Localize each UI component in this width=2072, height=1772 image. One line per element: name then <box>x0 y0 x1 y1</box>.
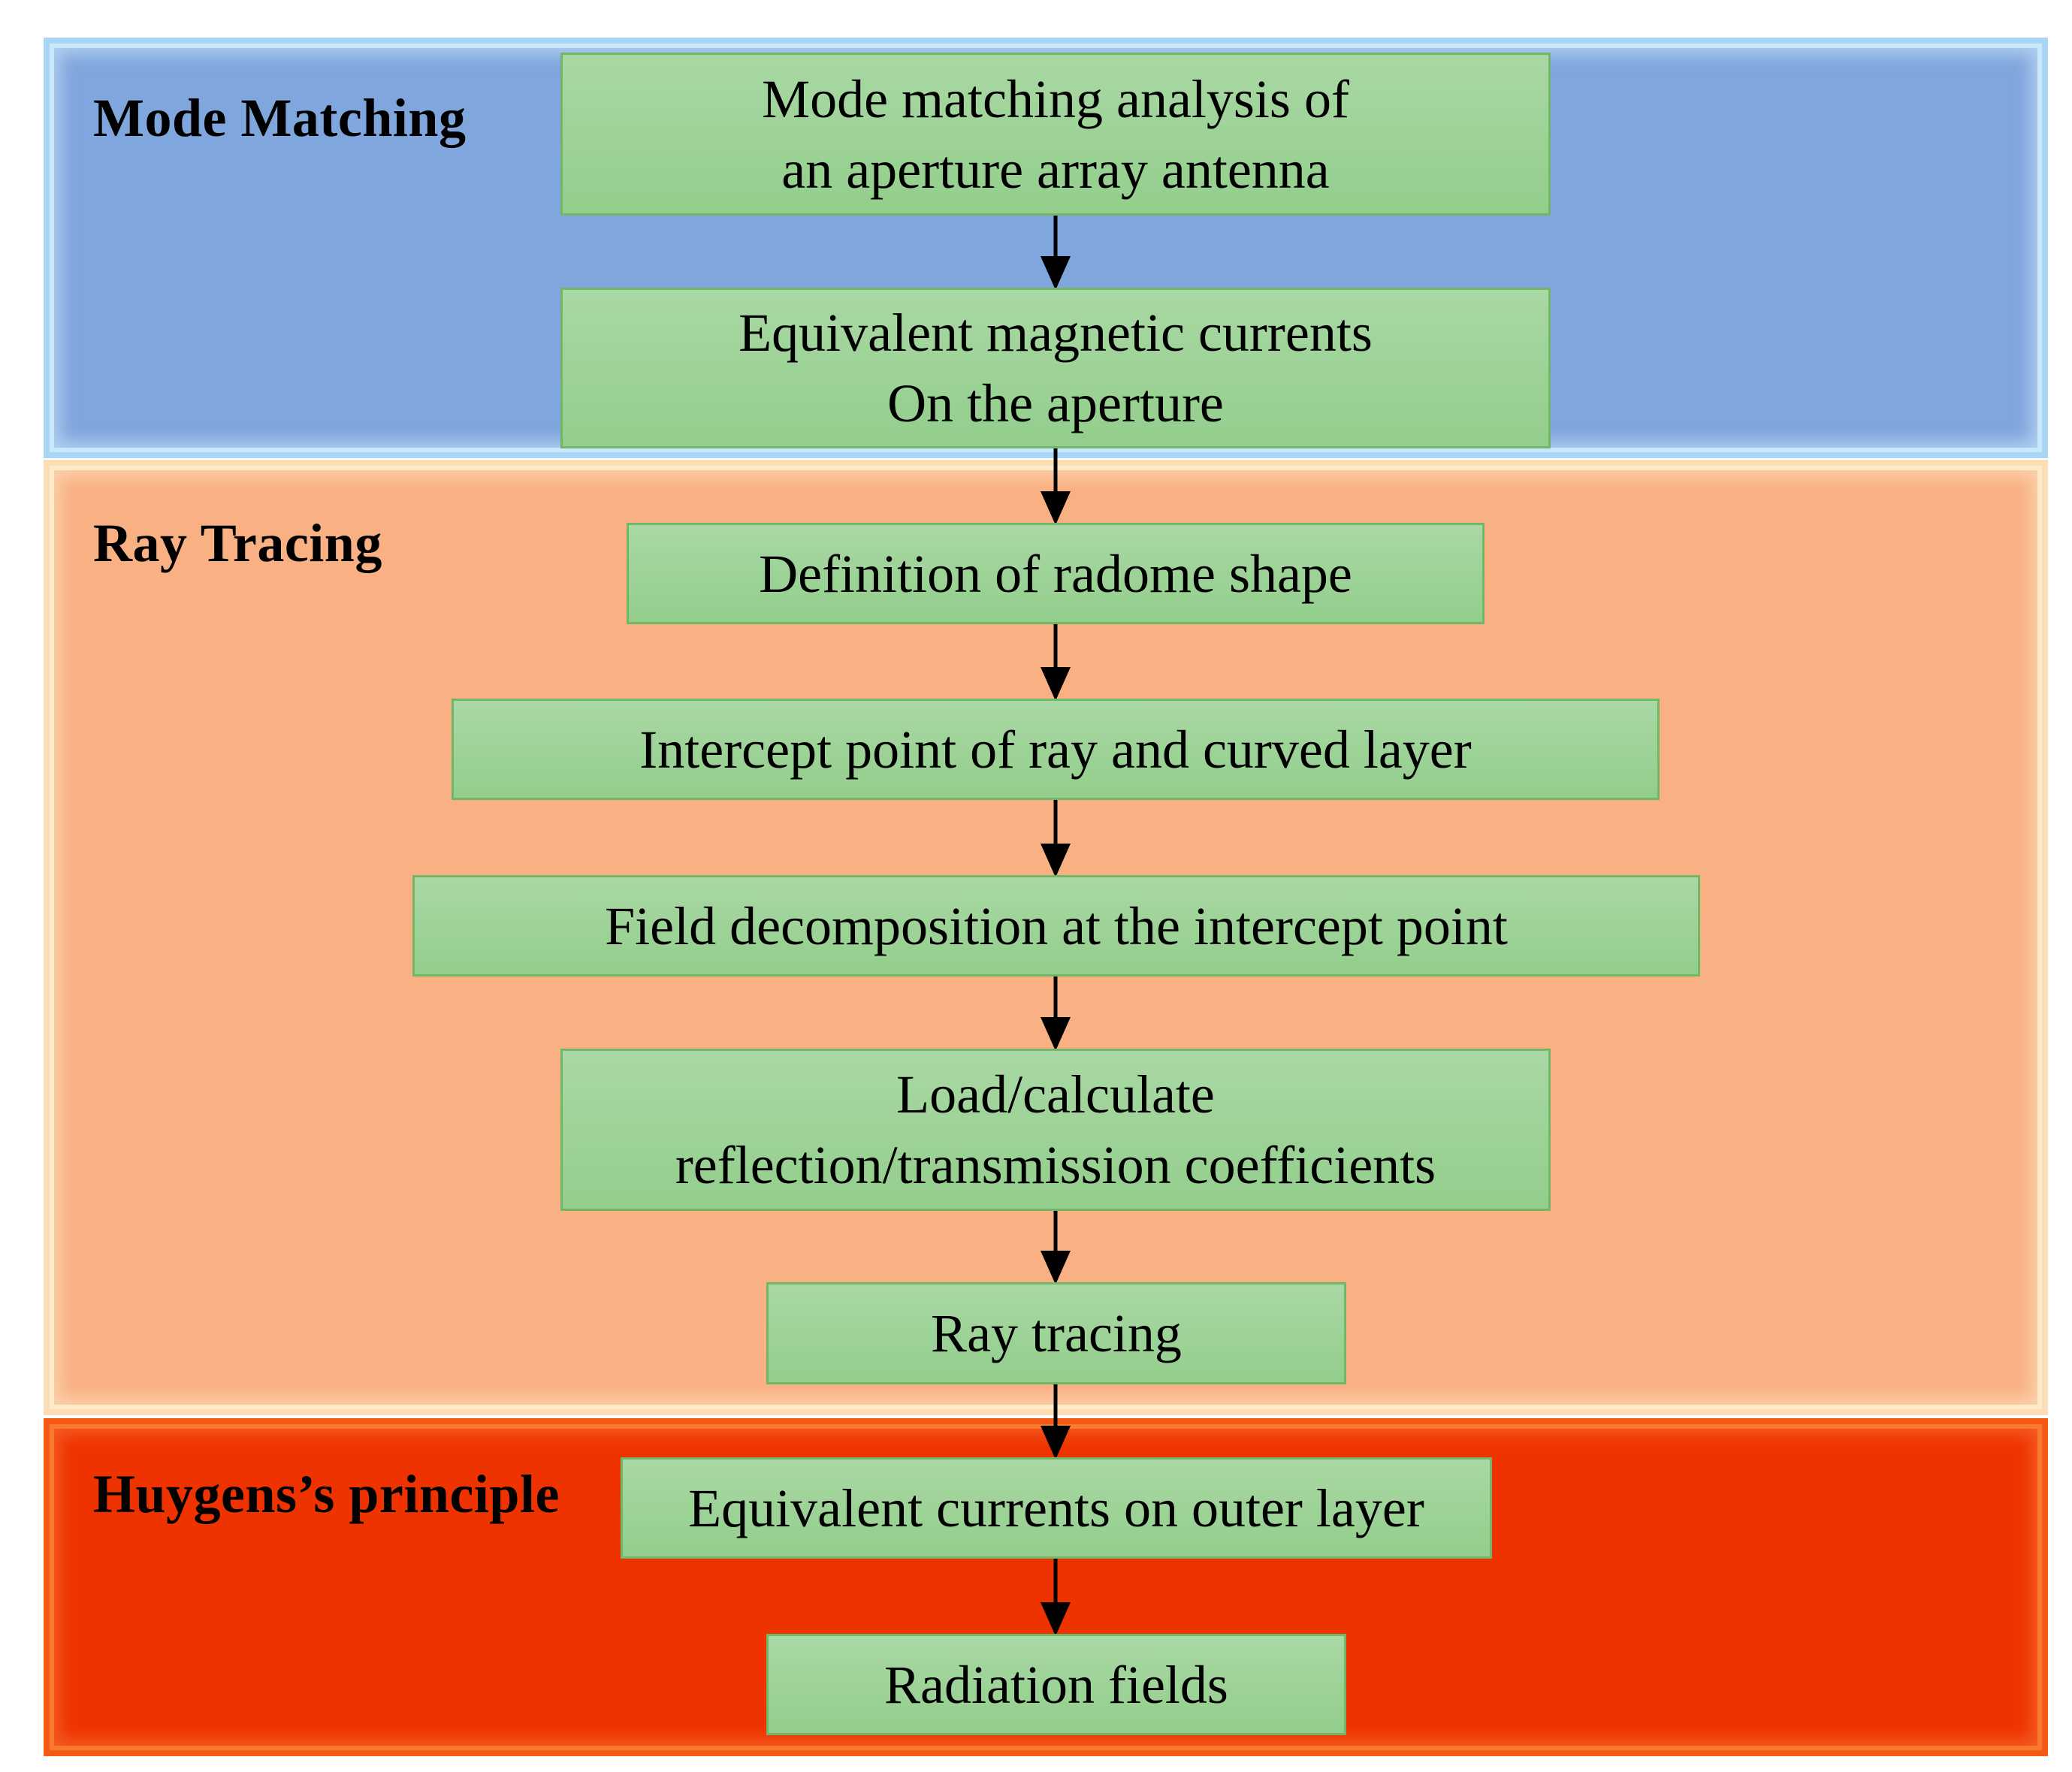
ray-tracing-title: Ray Tracing <box>93 513 382 573</box>
step-equivalent-magnetic-currents: Equivalent magnetic currents On the aper… <box>560 288 1551 448</box>
huygens-title: Huygens’s principle <box>93 1464 560 1524</box>
step-equivalent-currents-outer-layer: Equivalent currents on outer layer <box>621 1457 1492 1559</box>
step-intercept-point: Intercept point of ray and curved layer <box>452 699 1660 800</box>
step-radiation-fields: Radiation fields <box>766 1634 1346 1735</box>
step-mode-matching-analysis: Mode matching analysis of an aperture ar… <box>560 53 1551 216</box>
step-field-decomposition: Field decomposition at the intercept poi… <box>412 875 1700 977</box>
step-load-calculate-coefficients: Load/calculate reflection/transmission c… <box>560 1049 1551 1211</box>
mode-matching-title: Mode Matching <box>93 88 467 148</box>
step-definition-radome-shape: Definition of radome shape <box>627 523 1485 624</box>
step-ray-tracing: Ray tracing <box>766 1282 1346 1384</box>
